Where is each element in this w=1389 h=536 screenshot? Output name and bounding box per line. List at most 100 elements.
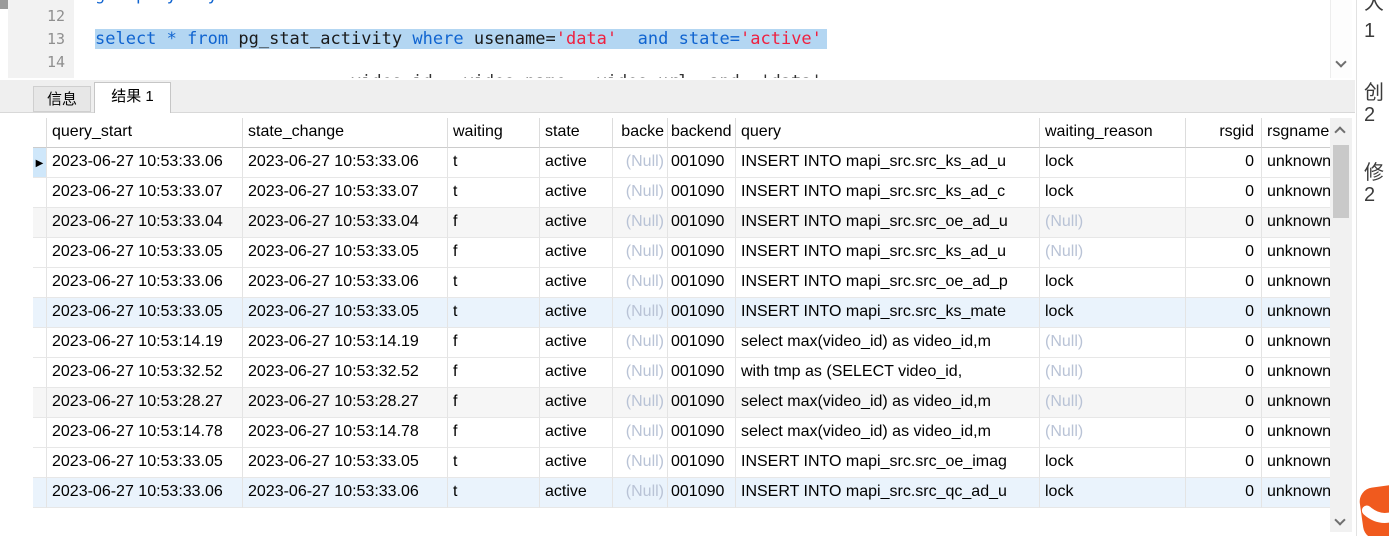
row-header[interactable]	[33, 448, 47, 478]
cell-backend1[interactable]: (Null)	[613, 178, 668, 208]
cell-backend2[interactable]: 001090	[668, 448, 736, 478]
cell-waiting_reason[interactable]: (Null)	[1040, 388, 1186, 418]
cell-query_start[interactable]: 2023-06-27 10:53:33.06	[47, 478, 243, 508]
cell-rsgid[interactable]: 0	[1186, 208, 1262, 238]
scrollbar-thumb[interactable]	[1333, 145, 1349, 218]
cell-waiting_reason[interactable]: (Null)	[1040, 358, 1186, 388]
cell-query_start[interactable]: 2023-06-27 10:53:33.06	[47, 148, 243, 178]
scroll-down-icon[interactable]	[1335, 56, 1347, 68]
cell-state_change[interactable]: 2023-06-27 10:53:28.27	[243, 388, 448, 418]
scroll-down-icon[interactable]	[1334, 514, 1346, 526]
cell-query_start[interactable]: 2023-06-27 10:53:33.07	[47, 178, 243, 208]
row-header[interactable]	[33, 478, 47, 508]
cell-backend1[interactable]: (Null)	[613, 448, 668, 478]
cell-backend2[interactable]: 001090	[668, 148, 736, 178]
column-header-backend2[interactable]: backend	[668, 118, 736, 148]
cell-state[interactable]: active	[540, 358, 613, 388]
cell-query[interactable]: INSERT INTO mapi_src.src_ks_mate	[736, 298, 1040, 328]
row-header[interactable]	[33, 298, 47, 328]
cell-state_change[interactable]: 2023-06-27 10:53:33.05	[243, 238, 448, 268]
cell-query[interactable]: INSERT INTO mapi_src.src_ks_ad_c	[736, 178, 1040, 208]
cell-rsgname[interactable]: unknown	[1262, 448, 1331, 478]
cell-waiting[interactable]: t	[448, 298, 540, 328]
cell-rsgname[interactable]: unknown	[1262, 328, 1331, 358]
cell-waiting_reason[interactable]: (Null)	[1040, 238, 1186, 268]
row-header[interactable]	[33, 328, 47, 358]
cell-backend1[interactable]: (Null)	[613, 328, 668, 358]
cell-state[interactable]: active	[540, 388, 613, 418]
cell-state[interactable]: active	[540, 328, 613, 358]
cell-rsgname[interactable]: unknown	[1262, 238, 1331, 268]
cell-query_start[interactable]: 2023-06-27 10:53:14.19	[47, 328, 243, 358]
cell-backend1[interactable]: (Null)	[613, 418, 668, 448]
cell-rsgname[interactable]: unknown	[1262, 388, 1331, 418]
cell-waiting[interactable]: f	[448, 418, 540, 448]
cell-waiting[interactable]: f	[448, 388, 540, 418]
row-header[interactable]: ▶	[33, 148, 47, 178]
cell-rsgname[interactable]: unknown	[1262, 358, 1331, 388]
cell-query_start[interactable]: 2023-06-27 10:53:33.05	[47, 238, 243, 268]
tab-result-1[interactable]: 结果 1	[94, 82, 171, 113]
cell-state_change[interactable]: 2023-06-27 10:53:33.06	[243, 148, 448, 178]
cell-backend2[interactable]: 001090	[668, 478, 736, 508]
cell-waiting[interactable]: f	[448, 208, 540, 238]
cell-waiting[interactable]: t	[448, 148, 540, 178]
column-header-waiting_reason[interactable]: waiting_reason	[1040, 118, 1186, 148]
cell-state_change[interactable]: 2023-06-27 10:53:33.07	[243, 178, 448, 208]
cell-waiting_reason[interactable]: (Null)	[1040, 208, 1186, 238]
cell-state_change[interactable]: 2023-06-27 10:53:14.78	[243, 418, 448, 448]
tab-info[interactable]: 信息	[33, 86, 91, 112]
cell-rsgname[interactable]: unknown	[1262, 148, 1331, 178]
cell-query[interactable]: select max(video_id) as video_id,m	[736, 418, 1040, 448]
row-header[interactable]	[33, 208, 47, 238]
cell-waiting[interactable]: t	[448, 178, 540, 208]
cell-backend2[interactable]: 001090	[668, 298, 736, 328]
row-header[interactable]	[33, 418, 47, 448]
cell-backend1[interactable]: (Null)	[613, 478, 668, 508]
cell-state[interactable]: active	[540, 418, 613, 448]
column-header-state[interactable]: state	[540, 118, 613, 148]
grid-vertical-scrollbar[interactable]	[1330, 118, 1352, 532]
cell-rsgid[interactable]: 0	[1186, 148, 1262, 178]
cell-state_change[interactable]: 2023-06-27 10:53:33.06	[243, 268, 448, 298]
cell-query[interactable]: INSERT INTO mapi_src.src_oe_ad_p	[736, 268, 1040, 298]
column-header-backend1[interactable]: backe	[613, 118, 668, 148]
cell-backend1[interactable]: (Null)	[613, 208, 668, 238]
column-header-state_change[interactable]: state_change	[243, 118, 448, 148]
cell-state[interactable]: active	[540, 148, 613, 178]
cell-waiting_reason[interactable]: lock	[1040, 268, 1186, 298]
cell-backend1[interactable]: (Null)	[613, 388, 668, 418]
column-header-query[interactable]: query	[736, 118, 1040, 148]
cell-waiting_reason[interactable]: lock	[1040, 448, 1186, 478]
cell-query[interactable]: INSERT INTO mapi_src.src_qc_ad_u	[736, 478, 1040, 508]
cell-query_start[interactable]: 2023-06-27 10:53:32.52	[47, 358, 243, 388]
column-header-waiting[interactable]: waiting	[448, 118, 540, 148]
cell-query_start[interactable]: 2023-06-27 10:53:33.06	[47, 268, 243, 298]
cell-waiting_reason[interactable]: lock	[1040, 478, 1186, 508]
scroll-up-icon[interactable]	[1334, 126, 1346, 138]
cell-state[interactable]: active	[540, 478, 613, 508]
row-header[interactable]	[33, 178, 47, 208]
row-header[interactable]	[33, 358, 47, 388]
cell-rsgname[interactable]: unknown	[1262, 418, 1331, 448]
cell-backend1[interactable]: (Null)	[613, 358, 668, 388]
cell-rsgid[interactable]: 0	[1186, 268, 1262, 298]
cell-waiting[interactable]: t	[448, 448, 540, 478]
cell-backend2[interactable]: 001090	[668, 358, 736, 388]
cell-rsgname[interactable]: unknown	[1262, 178, 1331, 208]
cell-waiting_reason[interactable]: lock	[1040, 298, 1186, 328]
cell-backend2[interactable]: 001090	[668, 178, 736, 208]
column-header-query_start[interactable]: query_start	[47, 118, 243, 148]
sql-editor[interactable]: 12 13 14 group by day select * from pg_s…	[0, 0, 1355, 78]
editor-vertical-scrollbar[interactable]	[1330, 0, 1352, 78]
cell-backend1[interactable]: (Null)	[613, 298, 668, 328]
cell-backend2[interactable]: 001090	[668, 418, 736, 448]
cell-state[interactable]: active	[540, 298, 613, 328]
floating-logo-icon[interactable]	[1356, 478, 1389, 536]
